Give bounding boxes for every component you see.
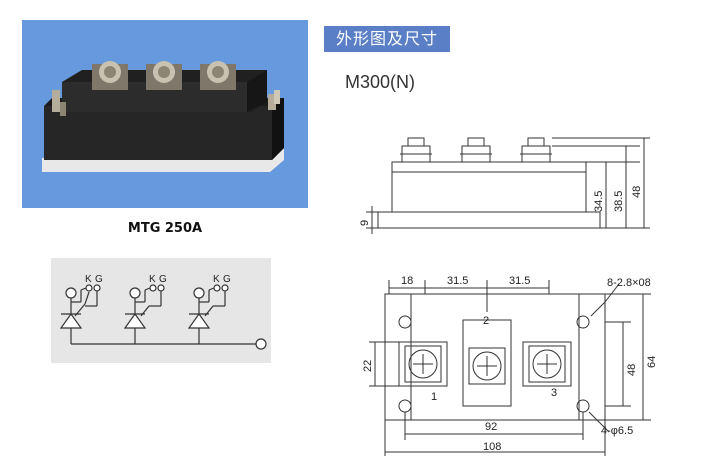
terminal-label-1: 1 (431, 391, 437, 403)
side-terminal-3 (520, 137, 552, 163)
pin-label-g2: G (159, 274, 167, 285)
dim-31-5-a: 31.5 (447, 275, 468, 287)
dim-22: 22 (362, 360, 374, 372)
hole-note: 4-φ6.5 (601, 425, 633, 437)
dim-31-5-b: 31.5 (509, 275, 530, 287)
dim-18: 18 (401, 275, 413, 287)
dim-92: 92 (485, 421, 497, 433)
top-view-drawing: 18 31.5 31.5 8-2.8×08 48 64 22 92 108 4-… (362, 275, 658, 456)
module-illustration (42, 61, 284, 172)
section-title: 外形图及尺寸 (324, 26, 451, 52)
product-caption: MTG 250A (127, 221, 203, 236)
pin-label-k1: K (85, 274, 92, 285)
dim-64: 64 (646, 356, 658, 368)
mounting-holes-note: 8-2.8×08 (607, 277, 651, 289)
pin-label-k3: K (213, 274, 220, 285)
dim-48: 48 (631, 186, 643, 198)
terminal-label-2: 2 (483, 315, 489, 327)
dim-108: 108 (483, 441, 501, 453)
dim-48-top: 48 (626, 364, 638, 376)
pin-label-g3: G (223, 274, 231, 285)
side-terminal-2 (460, 137, 492, 163)
terminal-3 (200, 61, 236, 90)
dim-38-5: 38.5 (613, 191, 625, 212)
side-view-drawing: 34.5 38.5 48 9 (359, 137, 650, 234)
dim-34-5: 34.5 (593, 191, 605, 212)
side-terminal-1 (400, 137, 432, 163)
terminal-label-3: 3 (551, 387, 557, 399)
circuit-diagram: K G K G K G (51, 258, 271, 363)
terminal-1 (92, 61, 128, 90)
model-label: M300(N) (345, 72, 416, 92)
product-photo (22, 20, 308, 208)
dim-9: 9 (359, 220, 371, 226)
pin-label-k2: K (149, 274, 156, 285)
circuit-schematic: K G K G K G (59, 274, 267, 350)
pin-label-g1: G (95, 274, 103, 285)
terminal-2 (146, 61, 182, 90)
